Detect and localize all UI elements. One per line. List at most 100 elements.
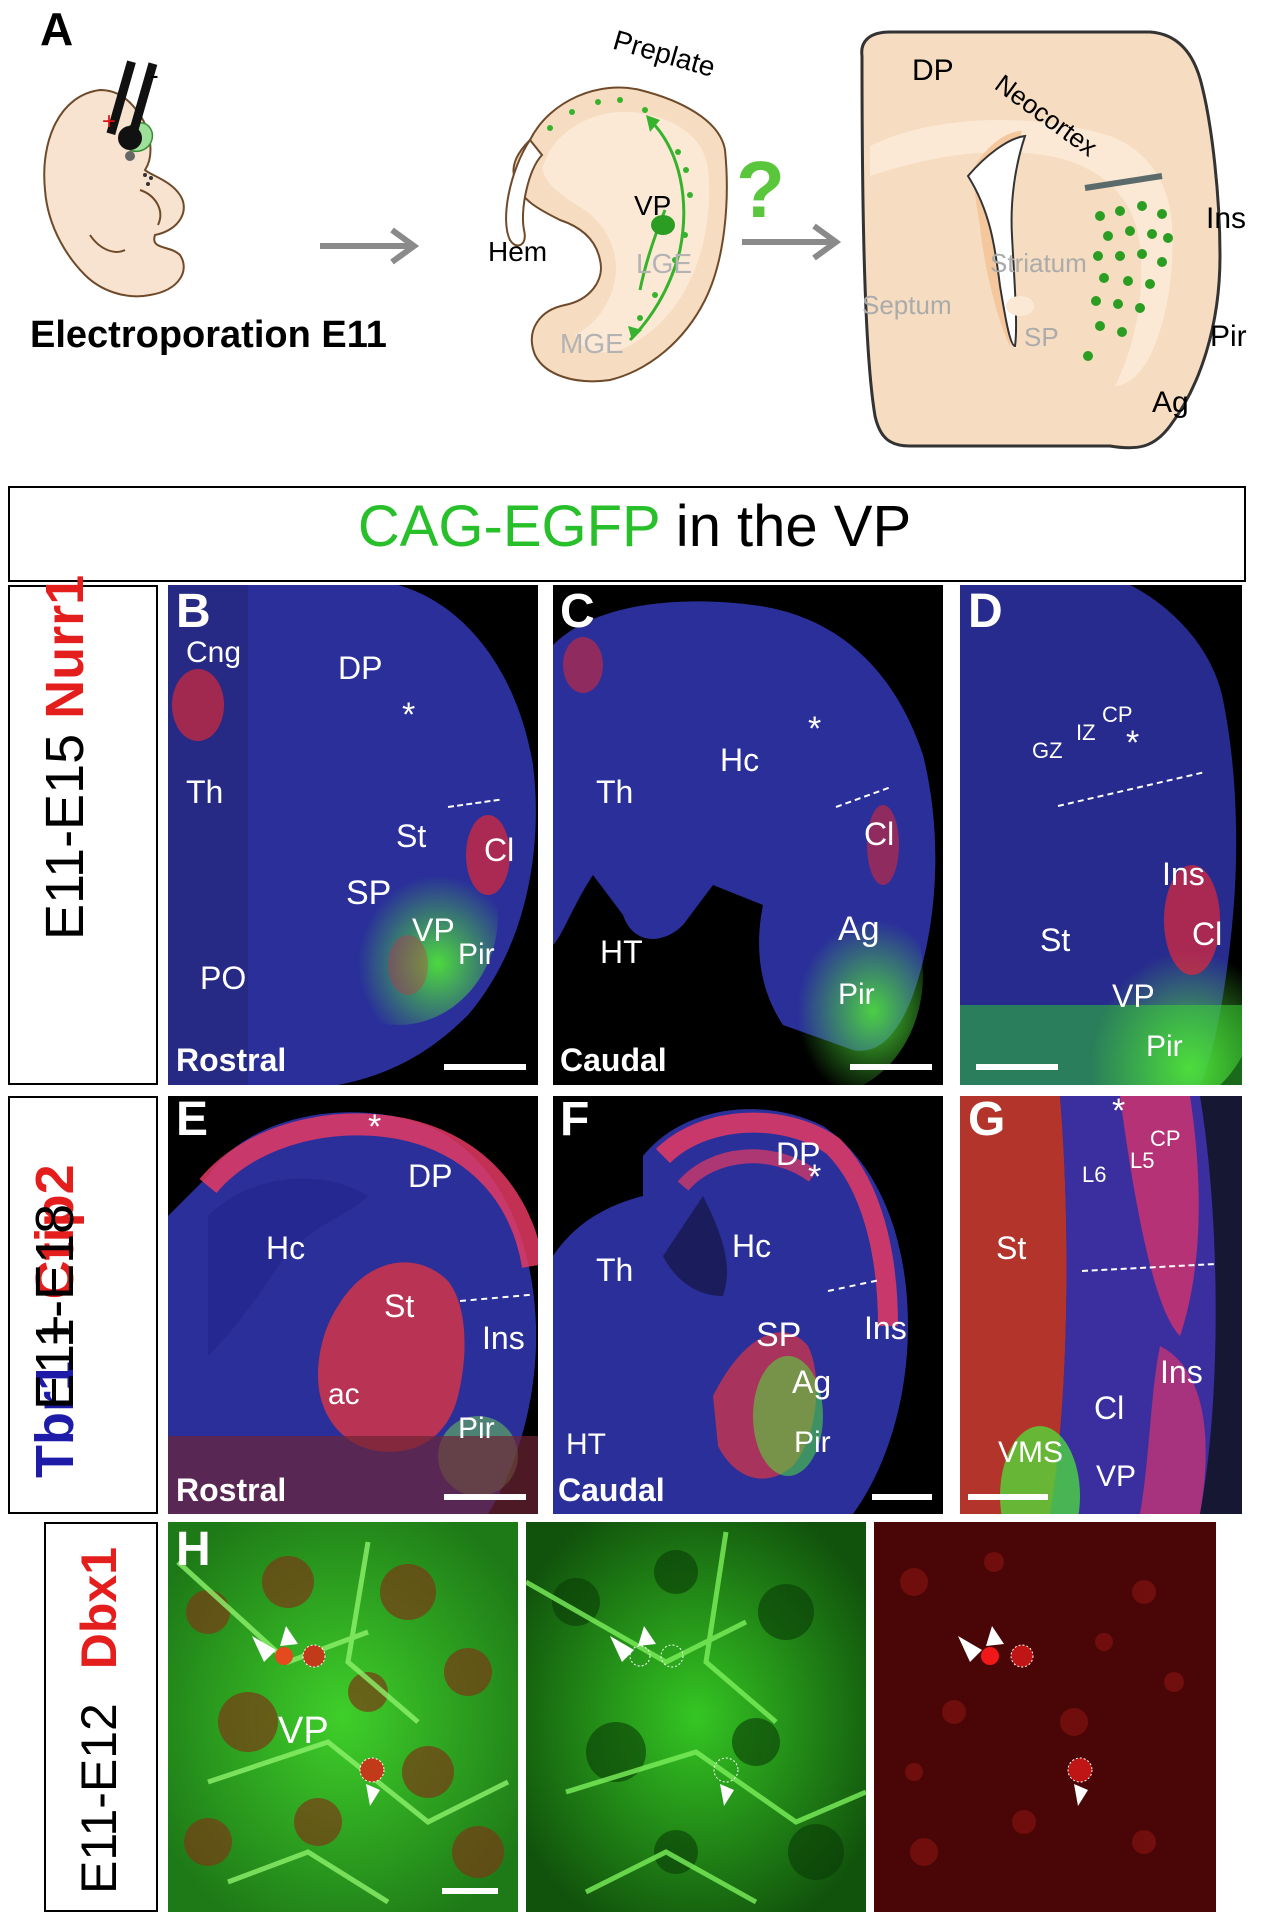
embryo-illustration <box>43 60 185 298</box>
row3-side-label-box <box>44 1522 158 1912</box>
coronal-section-schematic <box>860 30 1222 450</box>
panel-d-gz: GZ <box>1032 738 1063 763</box>
panel-g-tissue <box>960 1096 1242 1514</box>
panel-b-th: Th <box>186 774 224 810</box>
panel-f-image <box>553 1096 943 1514</box>
embryo-plus-mark: + <box>102 108 117 135</box>
panel-e-tissue <box>168 1112 538 1514</box>
panel-g-image <box>960 1096 1242 1514</box>
panel-c-tissue <box>553 601 936 1085</box>
row2-side-label-box <box>8 1096 158 1514</box>
panel-c-ag: Ag <box>838 910 880 948</box>
panel-h-letter: H <box>176 1523 211 1576</box>
panel-b-scale-bar <box>444 1064 526 1070</box>
panel-c-hc: Hc <box>720 742 760 778</box>
panel-a-letter: A <box>40 3 74 55</box>
panel-c-letter: C <box>560 585 595 638</box>
panel-g-cp: CP <box>1150 1126 1181 1151</box>
panel-d-image <box>960 585 1242 1085</box>
row1-stage: E11-E15 <box>35 733 95 940</box>
panel-g-vms: VMS <box>998 1436 1064 1469</box>
panel-d-cp: CP <box>1102 702 1133 727</box>
panel-e-pir: Pir <box>458 1412 495 1445</box>
arrow-right-icon <box>742 223 842 261</box>
row1-side-label: E11-E15 Nurr1 <box>35 575 95 940</box>
striatum-label: Striatum <box>990 248 1087 278</box>
panel-g-l6: L6 <box>1082 1162 1107 1187</box>
panel-f-scale-bar <box>872 1494 932 1500</box>
panel-b-image <box>168 585 538 1085</box>
panel-g-letter: G <box>968 1093 1006 1146</box>
dp-section-label: DP <box>912 54 954 87</box>
panel-f-pir: Pir <box>794 1426 831 1459</box>
panel-f-letter: F <box>560 1093 590 1146</box>
row3-stage: E11-E12 <box>71 1703 127 1894</box>
panel-d-iz: IZ <box>1076 720 1096 745</box>
panel-f-ins: Ins <box>864 1310 907 1346</box>
panel-h-red-tissue <box>874 1522 1216 1912</box>
banner-construct: CAG-EGFP <box>357 494 660 559</box>
panel-g-cl: Cl <box>1094 1390 1125 1426</box>
panel-c-cl: Cl <box>864 816 895 852</box>
panel-f-ht: HT <box>566 1428 606 1461</box>
panel-g-scale-bar <box>968 1494 1048 1500</box>
panel-f-star: * <box>808 1158 822 1196</box>
banner-rest: in the VP <box>659 494 912 559</box>
panel-c-pir: Pir <box>838 978 875 1011</box>
panel-e-hc: Hc <box>266 1230 306 1266</box>
panel-h-green-image <box>526 1522 866 1912</box>
embryo-minus-mark: - <box>150 60 159 90</box>
panel-e-ac: ac <box>328 1378 360 1411</box>
arrow-right-icon <box>320 227 420 265</box>
panel-e-scale-bar <box>444 1494 526 1500</box>
panel-d-star: * <box>1126 724 1140 762</box>
panel-f-ag: Ag <box>792 1364 832 1400</box>
mge-label: MGE <box>560 328 624 359</box>
panel-c-star: * <box>808 710 822 748</box>
panel-b-dp: DP <box>338 650 383 686</box>
row3-marker: Dbx1 <box>71 1546 127 1670</box>
panel-d-cl: Cl <box>1192 916 1223 952</box>
panel-b-cl: Cl <box>484 832 515 868</box>
panel-c-image <box>553 585 943 1085</box>
panel-e-letter: E <box>176 1093 209 1146</box>
panel-b-tissue <box>168 585 536 1085</box>
panel-e-star: * <box>368 1108 382 1146</box>
panel-b-st: St <box>396 818 427 854</box>
ag-section-label: Ag <box>1152 386 1189 419</box>
panel-d-scale-bar <box>976 1064 1058 1070</box>
panel-f-th: Th <box>596 1252 634 1288</box>
panel-e-ins: Ins <box>482 1320 525 1356</box>
panel-g-st: St <box>996 1230 1027 1266</box>
panel-b-cng: Cng <box>186 636 242 669</box>
panel-e-image <box>168 1096 538 1514</box>
panel-f-dp: DP <box>776 1136 821 1172</box>
panel-b-star: * <box>402 696 416 734</box>
panel-h-scale-bar <box>442 1888 498 1894</box>
panel-e-dp: DP <box>408 1158 453 1194</box>
panel-b-letter: B <box>176 585 211 638</box>
panel-c-ht: HT <box>600 934 643 970</box>
panel-e-st: St <box>384 1288 415 1324</box>
panel-e-orientation: Rostral <box>176 1472 287 1508</box>
panel-h-red-image <box>874 1522 1216 1912</box>
pir-section-label: Pir <box>1210 320 1247 353</box>
panel-g-vp: VP <box>1096 1460 1137 1493</box>
panel-h-merge-tissue <box>168 1522 518 1912</box>
panel-b-sp: SP <box>346 874 392 912</box>
panel-d-ins: Ins <box>1162 856 1205 892</box>
row2-stage: E11-E18 <box>25 1203 85 1410</box>
panel-b-orientation: Rostral <box>176 1042 287 1078</box>
septum-label: Septum <box>862 290 952 320</box>
question-mark: ? <box>736 145 785 234</box>
panel-c-th: Th <box>596 774 634 810</box>
panel-c-orientation: Caudal <box>560 1042 667 1078</box>
row3-side-label: E11-E12 Dbx1 <box>71 1546 127 1894</box>
panel-b-po: PO <box>200 960 247 996</box>
sp-section-label: SP <box>1024 322 1059 352</box>
panel-f-hc: Hc <box>732 1228 772 1264</box>
panel-f-sp: SP <box>756 1316 802 1354</box>
panel-b-pir: Pir <box>458 938 495 971</box>
vp-schematic-label: VP <box>634 190 672 221</box>
hem-label: Hem <box>488 236 548 267</box>
